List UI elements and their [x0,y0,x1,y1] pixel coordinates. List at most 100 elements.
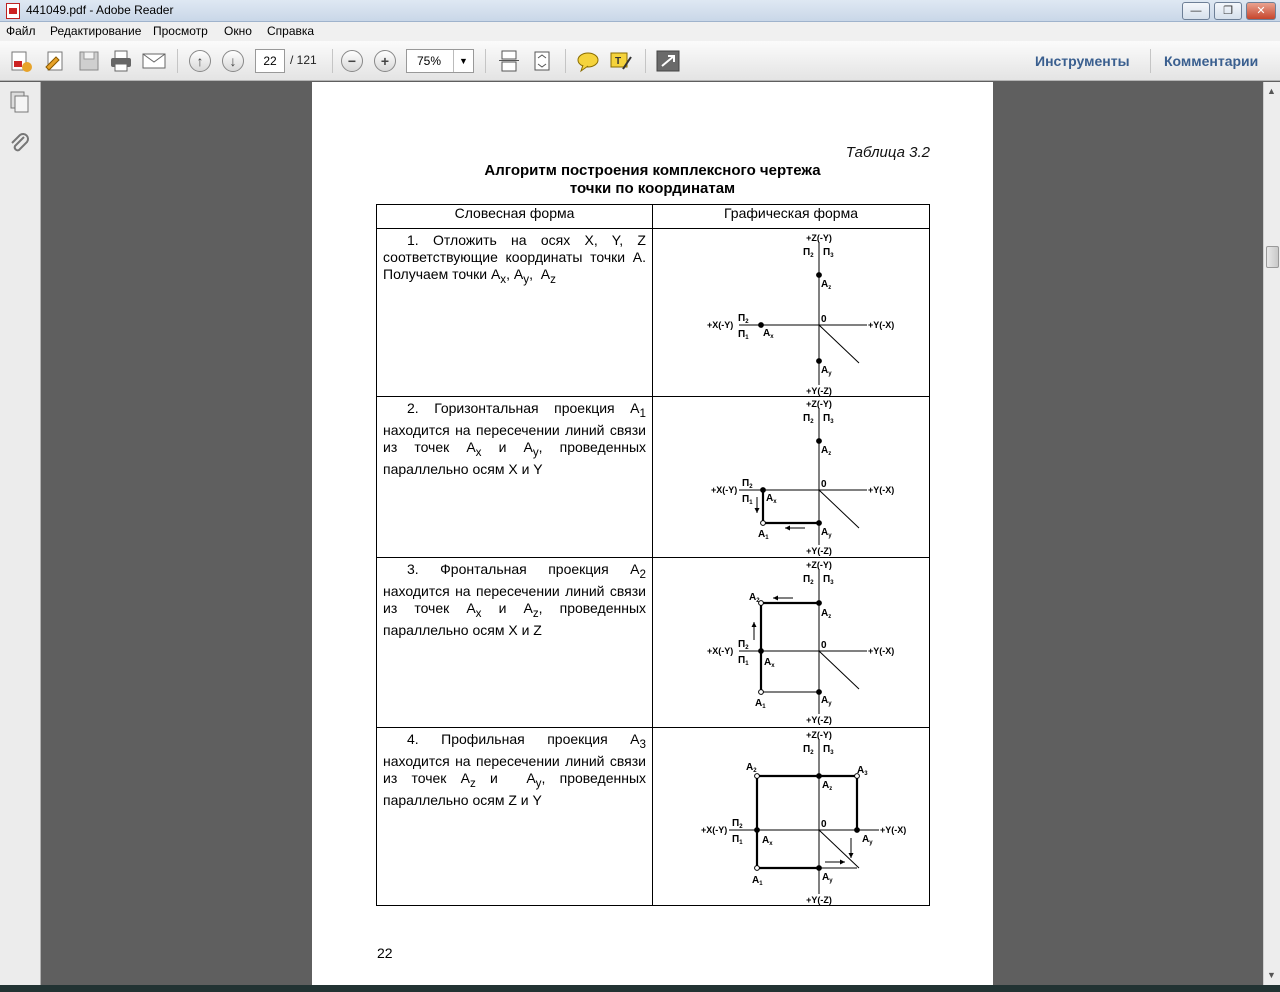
full-screen-icon[interactable] [655,49,681,73]
y-axis-label: +Y(-X) [868,646,894,656]
plane-pi1-label: П1 [738,655,749,667]
vertical-scrollbar[interactable]: ▲ ▼ [1263,82,1280,992]
point-marker [754,827,760,833]
zoom-select[interactable]: 75%▼ [406,49,474,73]
x-axis-label: +X(-Y) [707,320,733,330]
z-axis-label: +Z(-Y) [806,233,832,243]
plane-pi3-label: П3 [823,744,834,756]
point-marker [816,773,822,779]
create-pdf-icon[interactable] [8,49,34,73]
algorithm-table: Словесная форма Графическая форма 1. Отл… [376,204,930,906]
step-text: 2. Горизонтальная проекция А1 находится … [376,396,653,558]
x-axis-label: +X(-Y) [707,646,733,656]
z-axis-label: +Z(-Y) [806,560,832,570]
highlight-text-icon[interactable]: T [608,49,634,73]
point-a1-label: A1 [752,875,763,887]
menu-file[interactable]: Файл [6,24,36,38]
point-ax-label: Ax [762,835,773,847]
previous-page-button[interactable]: ↑ [189,50,211,72]
scroll-down-icon[interactable]: ▼ [1267,970,1276,980]
point-marker [758,322,764,328]
arrow-down-head [754,508,760,513]
menu-edit[interactable]: Редактирование [50,24,142,38]
email-icon[interactable] [141,49,167,73]
next-page-button[interactable]: ↓ [222,50,244,72]
column-header-graphic: Графическая форма [652,204,930,229]
table-row: 3. Фронтальная проекция А2 находится на … [376,557,930,728]
comment-note-icon[interactable] [575,49,601,73]
arrow-up-head [751,622,757,627]
step-text: 1. Отложить на осях X, Y, Z соответствую… [376,228,653,397]
pdf-page: Таблица 3.2 Алгоритм построения комплекс… [312,82,993,992]
table-row: 2. Горизонтальная проекция А1 находится … [376,396,930,558]
y-axis-label: +Y(-X) [868,320,894,330]
page-number-input[interactable]: 22 [255,49,285,73]
point-ay-label: Ay [821,365,832,377]
diagonal-constant-line [818,650,860,690]
origin-label: 0 [821,479,827,490]
y-bottom-label: +Y(-Z) [806,386,832,396]
point-a3-label: A3 [857,765,868,777]
arrow-left-head [785,525,790,531]
point-ay-label: Ay [821,527,832,539]
menu-view[interactable]: Просмотр [153,24,208,38]
attachments-icon[interactable] [8,132,32,161]
z-axis-label: +Z(-Y) [806,730,832,740]
plane-pi1-label: П1 [742,494,753,506]
scrollbar-thumb[interactable] [1266,246,1279,268]
menu-help[interactable]: Справка [267,24,315,38]
zoom-out-button[interactable]: − [341,50,363,72]
point-a1-label: A1 [755,698,766,710]
page-thumbnails-icon[interactable] [8,90,32,119]
arrow-right-head [840,859,845,865]
comments-pane-button[interactable]: Комментарии [1164,53,1259,69]
table-row: 4. Профильная проекция А3 находится на п… [376,727,930,906]
plane-pi3-label: П3 [823,574,834,586]
tools-pane-button[interactable]: Инструменты [1035,53,1130,69]
point-ax-label: Ax [764,657,775,669]
plane-pi2-label: П2 [738,639,749,651]
chevron-down-icon[interactable]: ▼ [453,50,473,72]
os-taskbar [0,985,1280,992]
scroll-up-icon[interactable]: ▲ [1267,86,1276,96]
y-bottom-label: +Y(-Z) [806,546,832,556]
plane-pi2-label: П2 [803,413,814,425]
plane-pi1-label: П1 [738,329,749,341]
point-marker [816,865,822,871]
plane-pi2-label: П2 [803,574,814,586]
navigation-sidebar [0,82,41,992]
toolbar-separator [565,49,566,73]
close-button[interactable]: ✕ [1246,2,1276,20]
step-text: 3. Фронтальная проекция А2 находится на … [376,557,653,728]
point-marker [754,773,760,779]
point-az-label: Az [821,445,831,457]
point-marker [816,689,822,695]
origin-label: 0 [821,314,827,325]
point-ay-label: Ay [821,695,832,707]
point-marker [816,600,822,606]
point-marker [758,689,764,695]
restore-button[interactable]: ❐ [1214,2,1242,20]
fit-page-icon[interactable] [529,49,555,73]
edit-pdf-icon[interactable] [42,49,68,73]
minimize-button[interactable]: — [1182,2,1210,20]
zoom-in-button[interactable]: + [374,50,396,72]
point-marker [760,520,766,526]
print-icon[interactable] [108,49,134,73]
heading-line-1: Алгоритм построения комплексного чертежа [484,162,821,179]
point-az-label: Az [822,780,832,792]
save-icon[interactable] [76,49,102,73]
page-number: 22 [377,945,393,961]
scrolling-mode-icon[interactable] [496,49,522,73]
point-marker [816,520,822,526]
toolbar-separator [645,49,646,73]
point-marker [754,865,760,871]
menu-window[interactable]: Окно [224,24,252,38]
y-bottom-label: +Y(-Z) [806,895,832,905]
point-ax-label: Ax [766,493,777,505]
table-caption: Таблица 3.2 [845,144,930,161]
